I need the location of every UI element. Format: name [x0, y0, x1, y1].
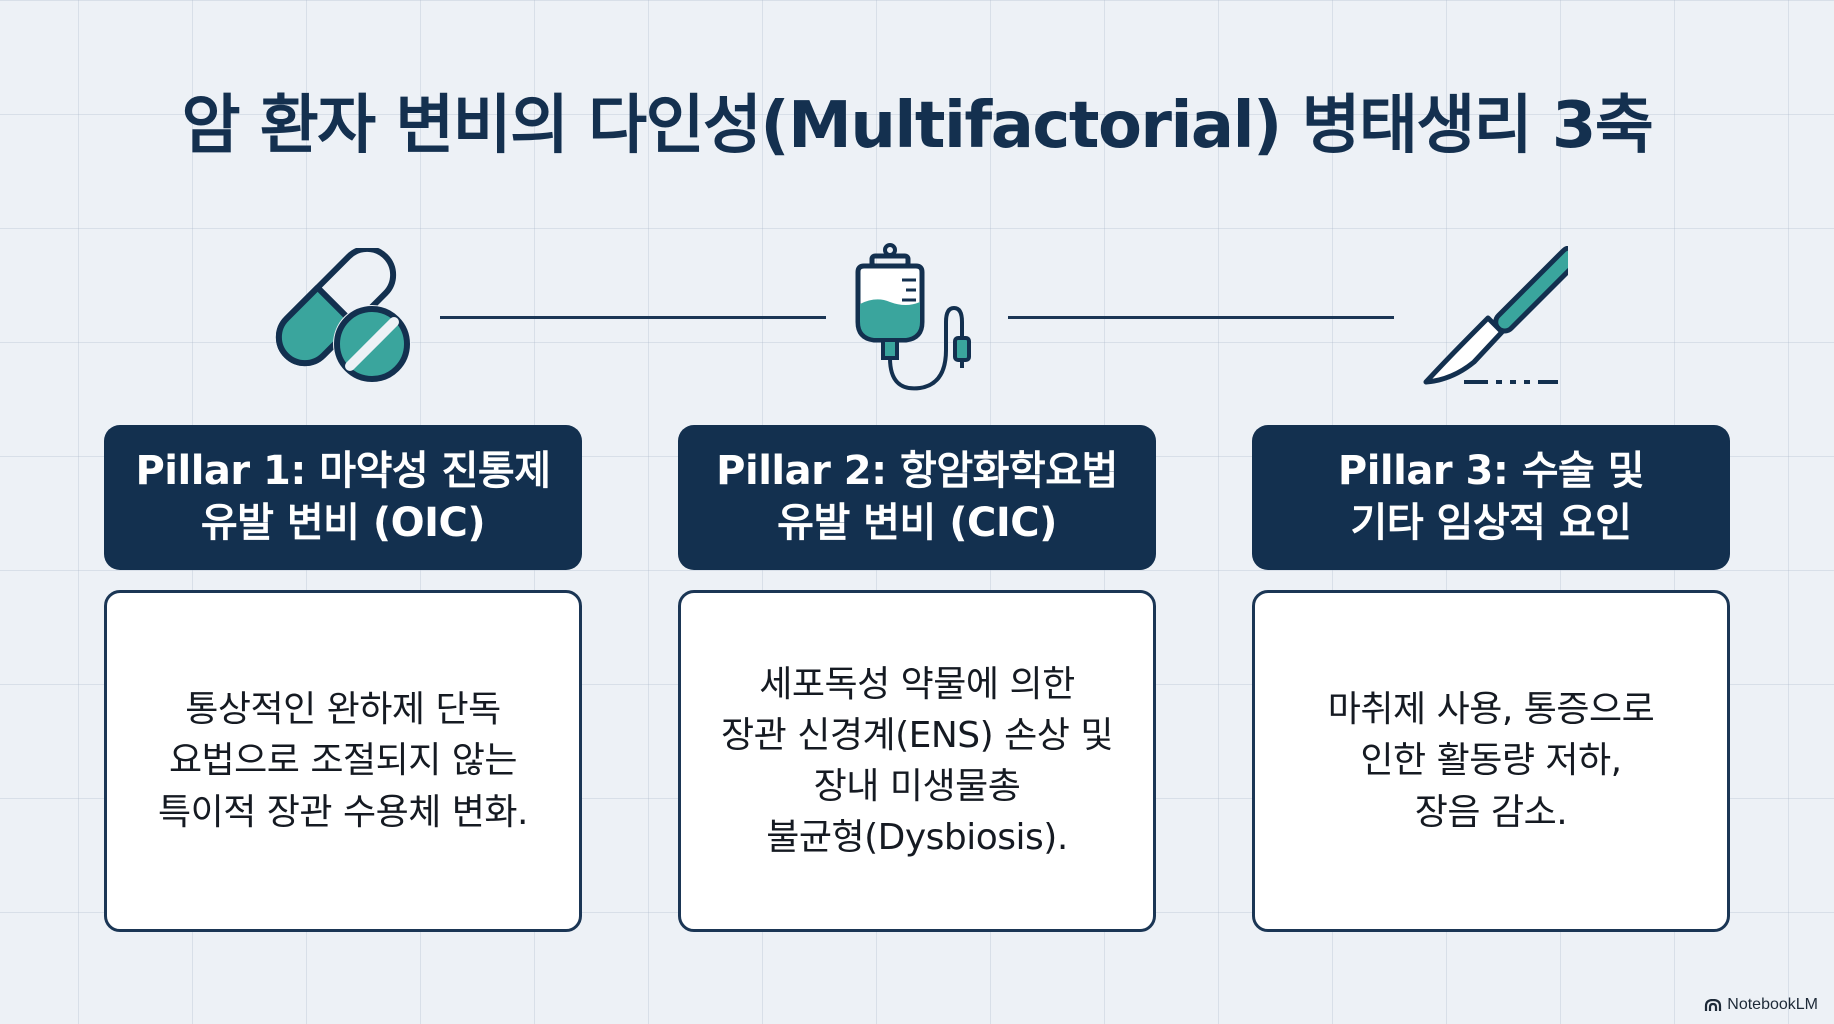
pillar-2-header: Pillar 2: 항암화학요법 유발 변비 (CIC)	[678, 425, 1156, 570]
pillar-1-description-line: 통상적인 완하제 단독	[185, 689, 501, 731]
pillar-1-description-line: 특이적 장관 수용체 변화.	[158, 791, 528, 833]
pillar-1-header: Pillar 1: 마약성 진통제 유발 변비 (OIC)	[104, 425, 582, 570]
pillar-3-description-line: 마취제 사용, 통증으로	[1327, 689, 1655, 731]
pillar-2-description-line: 불균형(Dysbiosis).	[766, 817, 1068, 859]
scalpel-icon	[1423, 246, 1568, 385]
pillar-1-description: 통상적인 완하제 단독 요법으로 조절되지 않는 특이적 장관 수용체 변화.	[158, 684, 528, 837]
pillar-1-description-line: 요법으로 조절되지 않는	[168, 740, 518, 782]
notebooklm-logo-icon	[1705, 998, 1722, 1011]
pillar-3-description-line: 장음 감소.	[1414, 791, 1568, 833]
pillar-1-header-line2: 유발 변비 (OIC)	[200, 499, 486, 546]
pillar-3-header: Pillar 3: 수술 및 기타 임상적 요인	[1252, 425, 1730, 570]
pillar-1-header-line1: Pillar 1: 마약성 진통제	[135, 448, 551, 495]
pill-capsule-icon	[275, 248, 411, 383]
pillar-3-header-line2: 기타 임상적 요인	[1350, 499, 1632, 546]
pillar-3-description-line: 인한 활동량 저하,	[1360, 740, 1622, 782]
pillar-1-card: 통상적인 완하제 단독 요법으로 조절되지 않는 특이적 장관 수용체 변화.	[104, 590, 582, 932]
pillar-2-header-line1: Pillar 2: 항암화학요법	[716, 448, 1118, 495]
pillar-2-description-line: 장내 미생물총	[813, 766, 1021, 807]
notebooklm-watermark: NotebookLM	[1704, 996, 1818, 1014]
pillar-2-header-line2: 유발 변비 (CIC)	[777, 499, 1057, 546]
connector-line-1	[440, 316, 826, 319]
pillar-3-header-line1: Pillar 3: 수술 및	[1337, 448, 1645, 495]
connector-line-2	[1008, 316, 1394, 319]
watermark-text: NotebookLM	[1727, 996, 1818, 1013]
pillar-2-description-line: 세포독성 약물에 의한	[759, 663, 1075, 705]
iv-drip-icon	[855, 243, 971, 391]
page-title: 암 환자 변비의 다인성(Multifactorial) 병태생리 3축	[181, 89, 1654, 163]
pillar-2-description-line: 장관 신경계(ENS) 손상 및	[721, 714, 1113, 756]
pillar-2-description: 세포독성 약물에 의한 장관 신경계(ENS) 손상 및 장내 미생물총 불균형…	[721, 659, 1113, 863]
pillar-3-description: 마취제 사용, 통증으로 인한 활동량 저하, 장음 감소.	[1327, 684, 1655, 837]
pillar-3-card: 마취제 사용, 통증으로 인한 활동량 저하, 장음 감소.	[1252, 590, 1730, 932]
pillar-2-card: 세포독성 약물에 의한 장관 신경계(ENS) 손상 및 장내 미생물총 불균형…	[678, 590, 1156, 932]
